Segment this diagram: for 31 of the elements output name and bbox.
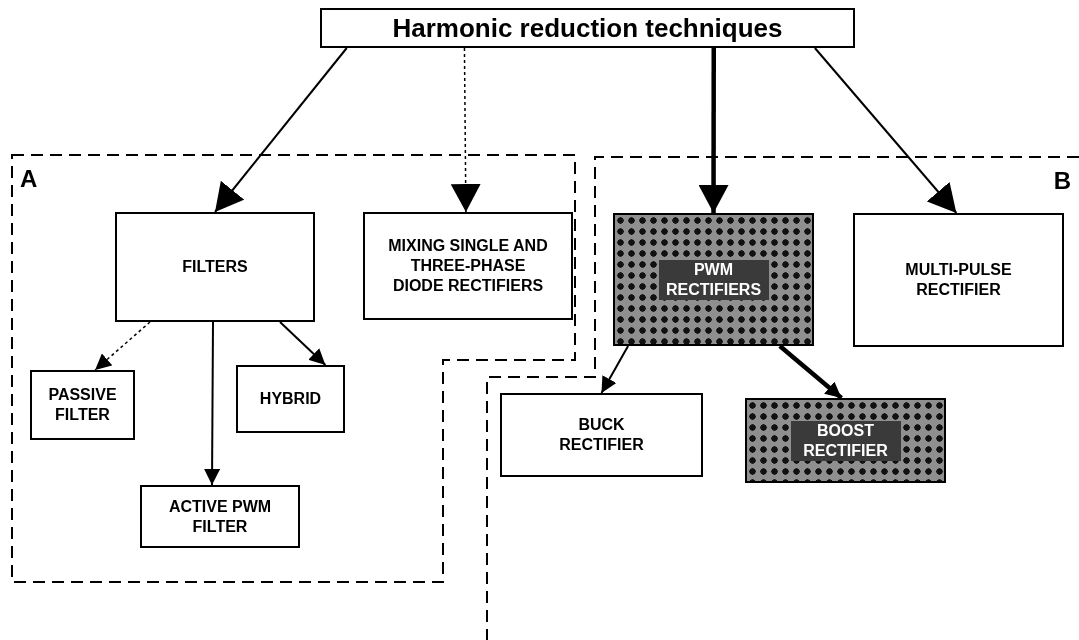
box-label: FILTERS	[182, 257, 248, 277]
box-label: PASSIVE FILTER	[47, 385, 118, 425]
arrow	[778, 344, 843, 400]
box-label: BOOST RECTIFIER	[790, 420, 901, 461]
process-box	[115, 212, 315, 322]
process-box	[320, 8, 855, 48]
process-box	[500, 393, 703, 477]
process-box	[140, 485, 300, 548]
process-box	[236, 365, 345, 433]
process-box	[363, 212, 573, 320]
box-label: HYBRID	[259, 389, 322, 409]
textured-box	[613, 213, 814, 346]
region-label: A	[20, 164, 38, 194]
box-label: Harmonic reduction techniques	[392, 11, 783, 45]
arrow	[813, 47, 958, 214]
arrow	[204, 321, 221, 486]
arrow	[600, 345, 630, 394]
arrow	[94, 321, 151, 371]
box-label: MIXING SINGLE AND THREE-PHASE DIODE RECTIFIERS	[388, 236, 548, 296]
arrow	[698, 48, 729, 213]
box-label: BUCK RECTIFIER	[558, 415, 645, 455]
arrow	[450, 47, 481, 213]
box-label: ACTIVE PWM FILTER	[167, 496, 273, 537]
box-label: PWM RECTIFIERS	[658, 259, 769, 300]
process-box	[30, 370, 135, 440]
arrow	[214, 47, 348, 213]
process-box	[853, 213, 1064, 347]
textured-box	[745, 398, 946, 483]
region-label: B	[1053, 166, 1071, 196]
arrow	[279, 321, 327, 366]
box-label: MULTI-PULSE RECTIFIER	[904, 260, 1013, 300]
